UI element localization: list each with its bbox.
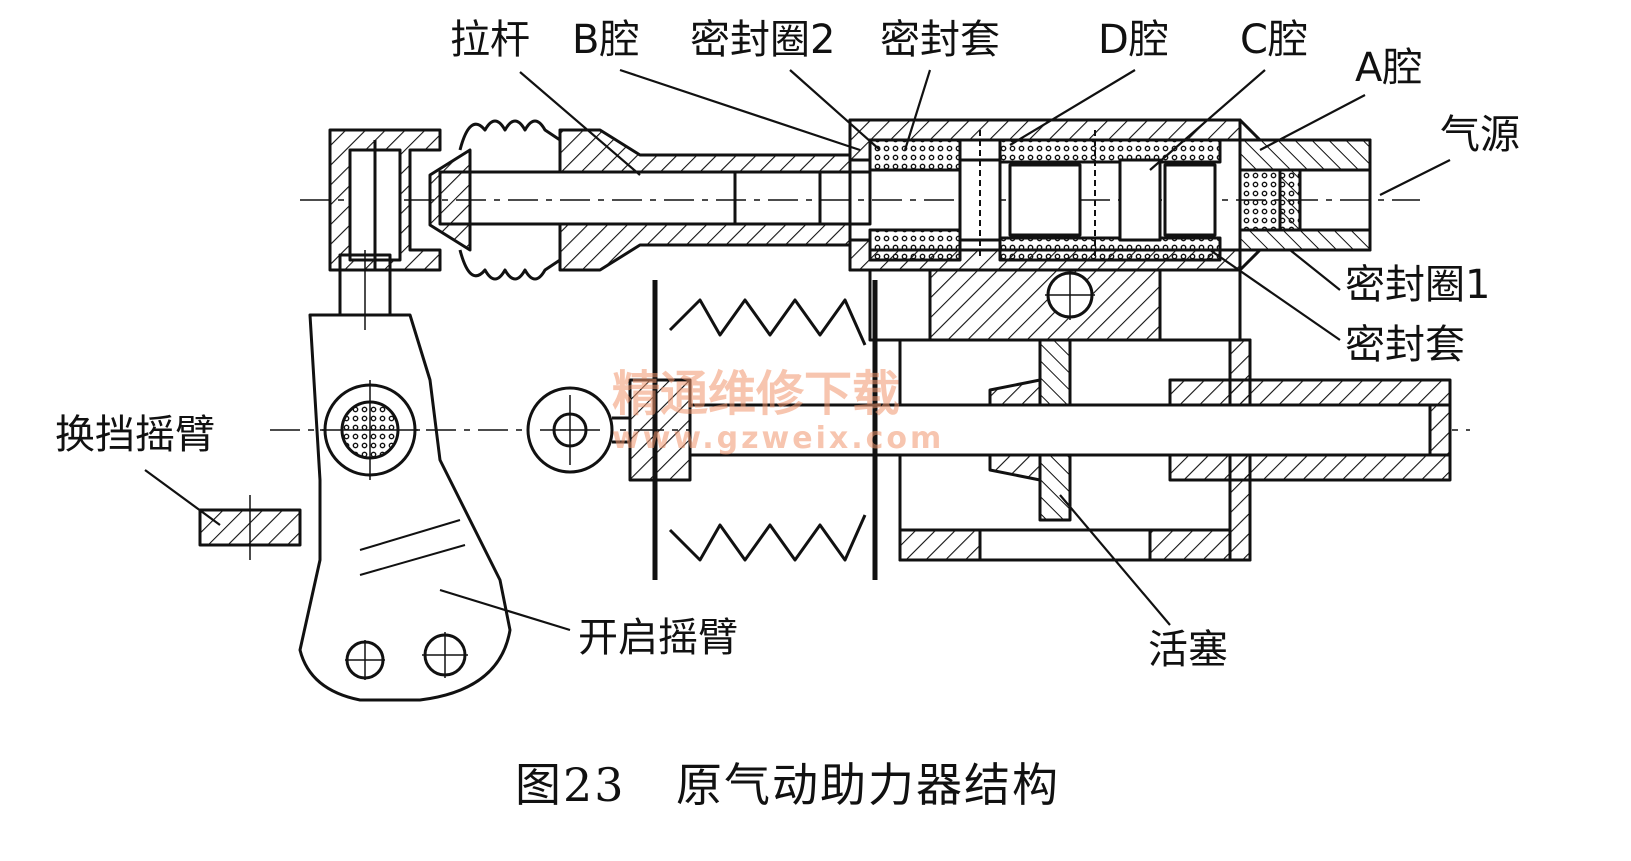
- label-seal-ring-1: 密封圈1: [1345, 262, 1491, 308]
- label-seal-sleeve-right: 密封套: [1345, 322, 1465, 368]
- label-opening-rocker-arm: 开启摇臂: [578, 615, 738, 661]
- label-air-source: 气源: [1440, 112, 1520, 158]
- upper-valve-assembly: [300, 118, 1420, 281]
- label-chamber-b: B腔: [572, 17, 640, 63]
- figure-number: 图23: [515, 758, 626, 812]
- label-chamber-a: A腔: [1355, 45, 1423, 91]
- label-seal-sleeve-top: 密封套: [880, 17, 1000, 63]
- lower-cylinder-assembly: [270, 268, 1470, 580]
- leader-lines: [144, 68, 1451, 632]
- label-shift-rocker-arm: 换挡摇臂: [55, 412, 215, 458]
- opening-rocker-arm-shape: [298, 313, 512, 702]
- label-piston: 活塞: [1148, 627, 1228, 673]
- watermark-url: www.gzweix.com: [612, 421, 945, 456]
- label-chamber-c: C腔: [1240, 17, 1308, 63]
- label-pull-rod: 拉杆: [450, 17, 530, 63]
- figure-caption: 原气动助力器结构: [676, 758, 1060, 812]
- watermark-title: 精通维修下载: [612, 366, 901, 422]
- pull-rod: [438, 170, 872, 226]
- label-chamber-d: D腔: [1098, 17, 1169, 63]
- rocker-arms: [198, 250, 512, 702]
- label-seal-ring-2: 密封圈2: [690, 17, 836, 63]
